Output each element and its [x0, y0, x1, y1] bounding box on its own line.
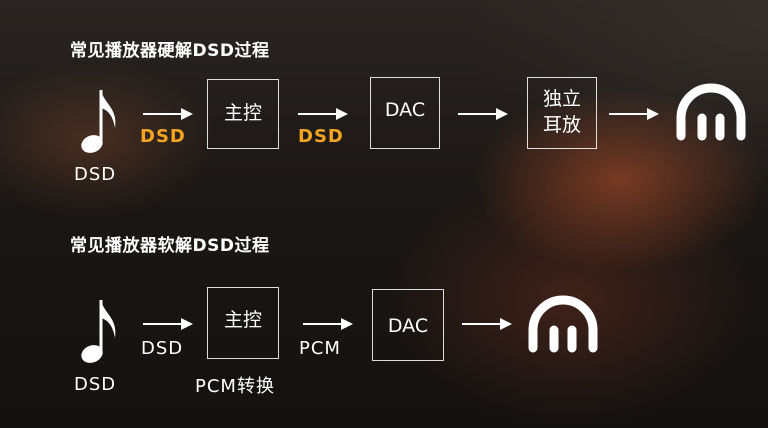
software-pcm-label: PCM: [299, 338, 341, 359]
hardware-controller-box: 主控: [207, 79, 279, 149]
hardware-dac-box: DAC: [370, 77, 440, 149]
arrow-right-icon: [143, 107, 195, 121]
music-note-icon: [78, 86, 120, 158]
music-note-icon: [78, 296, 120, 368]
software-dac-box: DAC: [372, 289, 444, 361]
software-controller-label: 主控: [223, 309, 262, 331]
arrow-right-icon: [143, 317, 195, 331]
arrow-right-icon: [303, 317, 355, 331]
headphones-icon: [525, 290, 601, 353]
arrow-right-icon: [462, 317, 514, 331]
arrow-right-icon: [298, 107, 350, 121]
hardware-dsd-label-2: DSD: [298, 126, 344, 147]
hardware-source-label: DSD: [74, 164, 117, 185]
software-source-label: DSD: [74, 374, 117, 395]
hardware-dac-label: DAC: [384, 99, 426, 121]
arrow-right-icon: [458, 107, 510, 121]
software-decode-title: 常见播放器软解DSD过程: [70, 236, 270, 256]
hardware-dsd-label-1: DSD: [140, 126, 186, 147]
hardware-amp-label-line1: 独立: [542, 88, 581, 111]
headphones-icon: [673, 78, 749, 141]
hardware-controller-label: 主控: [223, 102, 262, 125]
software-pcm-conversion-label: PCM转换: [195, 376, 275, 397]
hardware-amp-label-line2: 耳放: [542, 114, 581, 136]
arrow-right-icon: [609, 107, 661, 121]
software-dsd-label: DSD: [141, 338, 184, 359]
hardware-decode-title: 常见播放器硬解DSD过程: [70, 41, 270, 61]
software-controller-box: 主控: [207, 287, 279, 359]
hardware-amp-box: 独立 耳放: [527, 77, 597, 149]
software-dac-label: DAC: [387, 315, 429, 337]
